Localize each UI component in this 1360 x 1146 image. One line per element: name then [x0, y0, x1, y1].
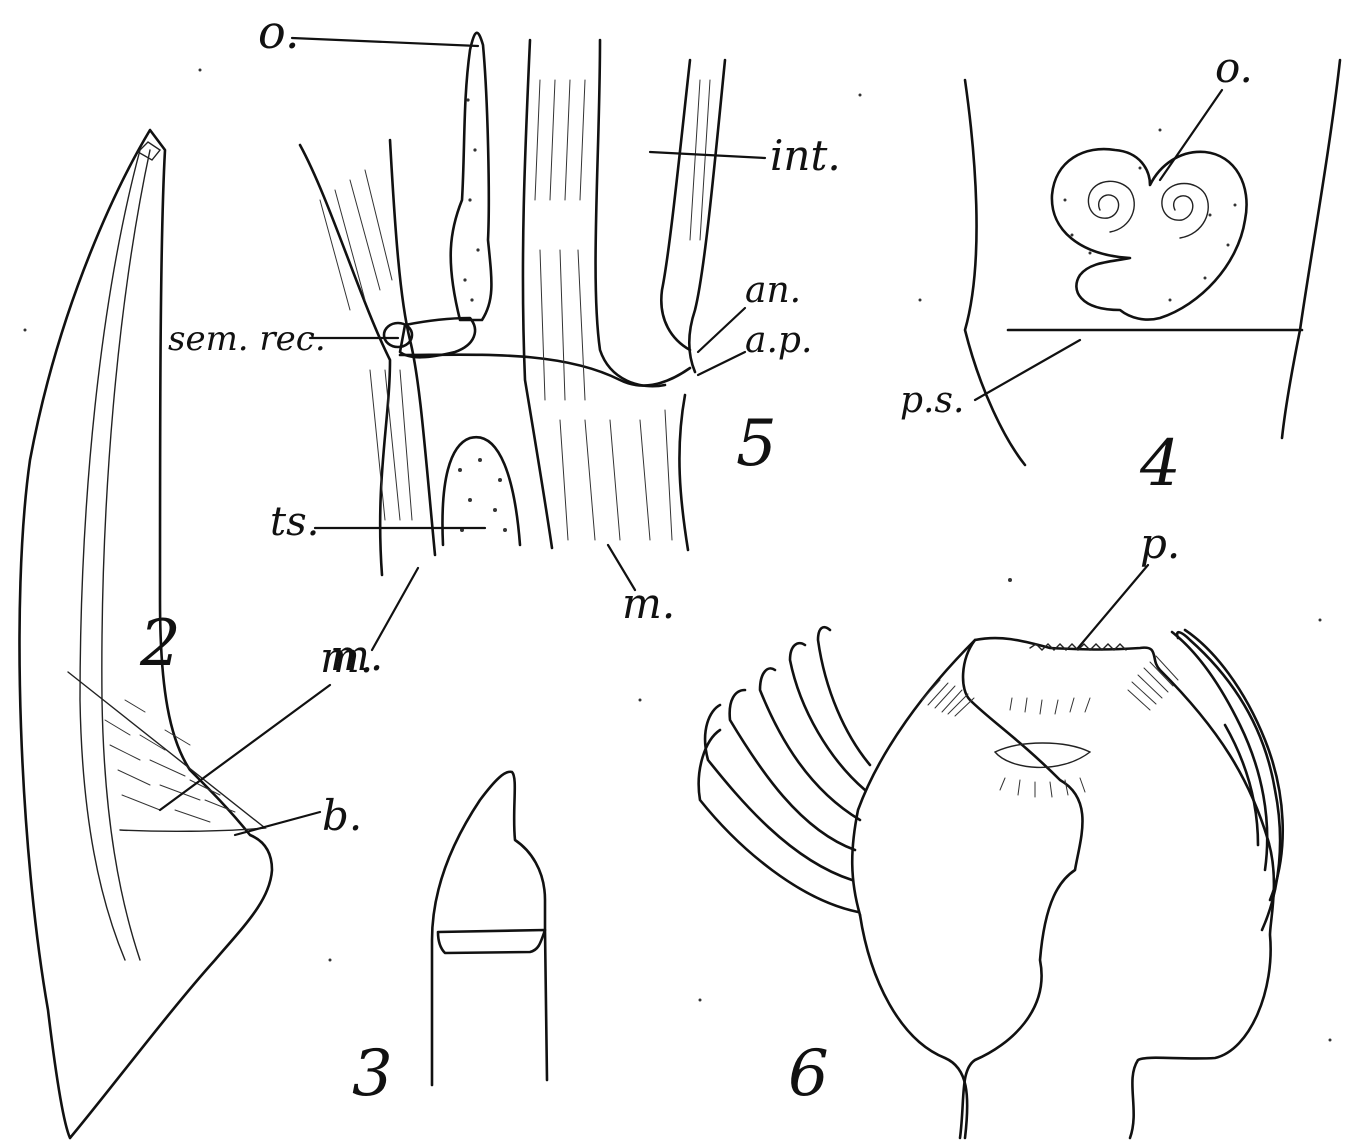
fig4-leader-ps — [975, 340, 1080, 400]
fiber-lines — [320, 80, 710, 540]
coil-left-spiral — [1088, 181, 1134, 232]
central-band-lower-right — [679, 395, 688, 550]
figure-6: p. 6 — [699, 519, 1283, 1138]
fig4-number: 4 — [1139, 427, 1181, 501]
spicule-inner-line-2 — [102, 150, 150, 960]
head-neck-left — [860, 915, 967, 1138]
fig3-number: 3 — [352, 1037, 393, 1111]
fig2-label-b: b. — [322, 791, 362, 840]
figure-3: 3 — [352, 772, 547, 1111]
fig4-leader-o — [1160, 90, 1222, 180]
fig5-label-m-right: m. — [622, 579, 675, 628]
figure-4: o. p.s. 4 — [900, 43, 1340, 501]
figure-5: o. int. an. a.p. sem. rec. ts. m. m. 5 — [168, 5, 841, 680]
connecting-duct — [400, 355, 690, 386]
head-outline — [960, 638, 1274, 1138]
body-wall-left — [965, 80, 1025, 465]
coil-stipple — [1064, 129, 1237, 302]
coil-outer — [1052, 149, 1247, 320]
paper-specks — [24, 69, 1332, 1042]
fig5-label-m-left: m. — [330, 631, 383, 680]
tip-band — [438, 930, 545, 953]
fig4-label-o: o. — [1215, 43, 1253, 92]
central-band-left — [523, 40, 552, 548]
central-band-right — [596, 40, 665, 386]
spicule-inner-line-1 — [80, 150, 140, 960]
fig2-number: 2 — [139, 607, 181, 681]
fig5-label-an: an. — [745, 270, 801, 311]
fig2-leader-m — [160, 685, 330, 810]
fig5-label-sem-rec: sem. rec. — [168, 319, 326, 359]
fig6-leader-p — [1078, 565, 1148, 648]
organ-o — [451, 33, 492, 320]
comb-right — [1128, 656, 1178, 710]
setae-right — [1172, 630, 1283, 930]
intestine-right — [689, 60, 725, 372]
fig4-label-ps: p.s. — [900, 380, 964, 421]
intestine-left — [661, 60, 690, 350]
fig5-label-int: int. — [770, 131, 841, 180]
testis-stipple — [458, 458, 507, 532]
fig5-label-ts: ts. — [270, 499, 319, 545]
setae-left — [699, 627, 870, 912]
fig5-leader-ap — [698, 352, 745, 375]
organ-o-stipple — [463, 98, 479, 301]
fig5-leader-o — [292, 38, 478, 46]
coil-right-spiral — [1162, 184, 1208, 239]
fig5-leader-m-left — [372, 568, 418, 650]
figure-2: 2 m. b. — [20, 130, 374, 1138]
fig2-leader-b — [235, 812, 320, 835]
tip-outline — [432, 772, 547, 1085]
body-wall-right — [1282, 60, 1340, 438]
head-upper-left — [852, 640, 975, 915]
fig5-leader-int — [650, 152, 765, 158]
fig5-leader-an — [698, 308, 745, 352]
fig6-label-p: p. — [1140, 519, 1180, 568]
fig5-label-ap: a.p. — [745, 320, 812, 361]
fig5-label-o: o. — [258, 5, 300, 59]
fig6-number: 6 — [788, 1037, 829, 1111]
comb-left — [922, 680, 974, 716]
fig5-number: 5 — [736, 407, 777, 481]
